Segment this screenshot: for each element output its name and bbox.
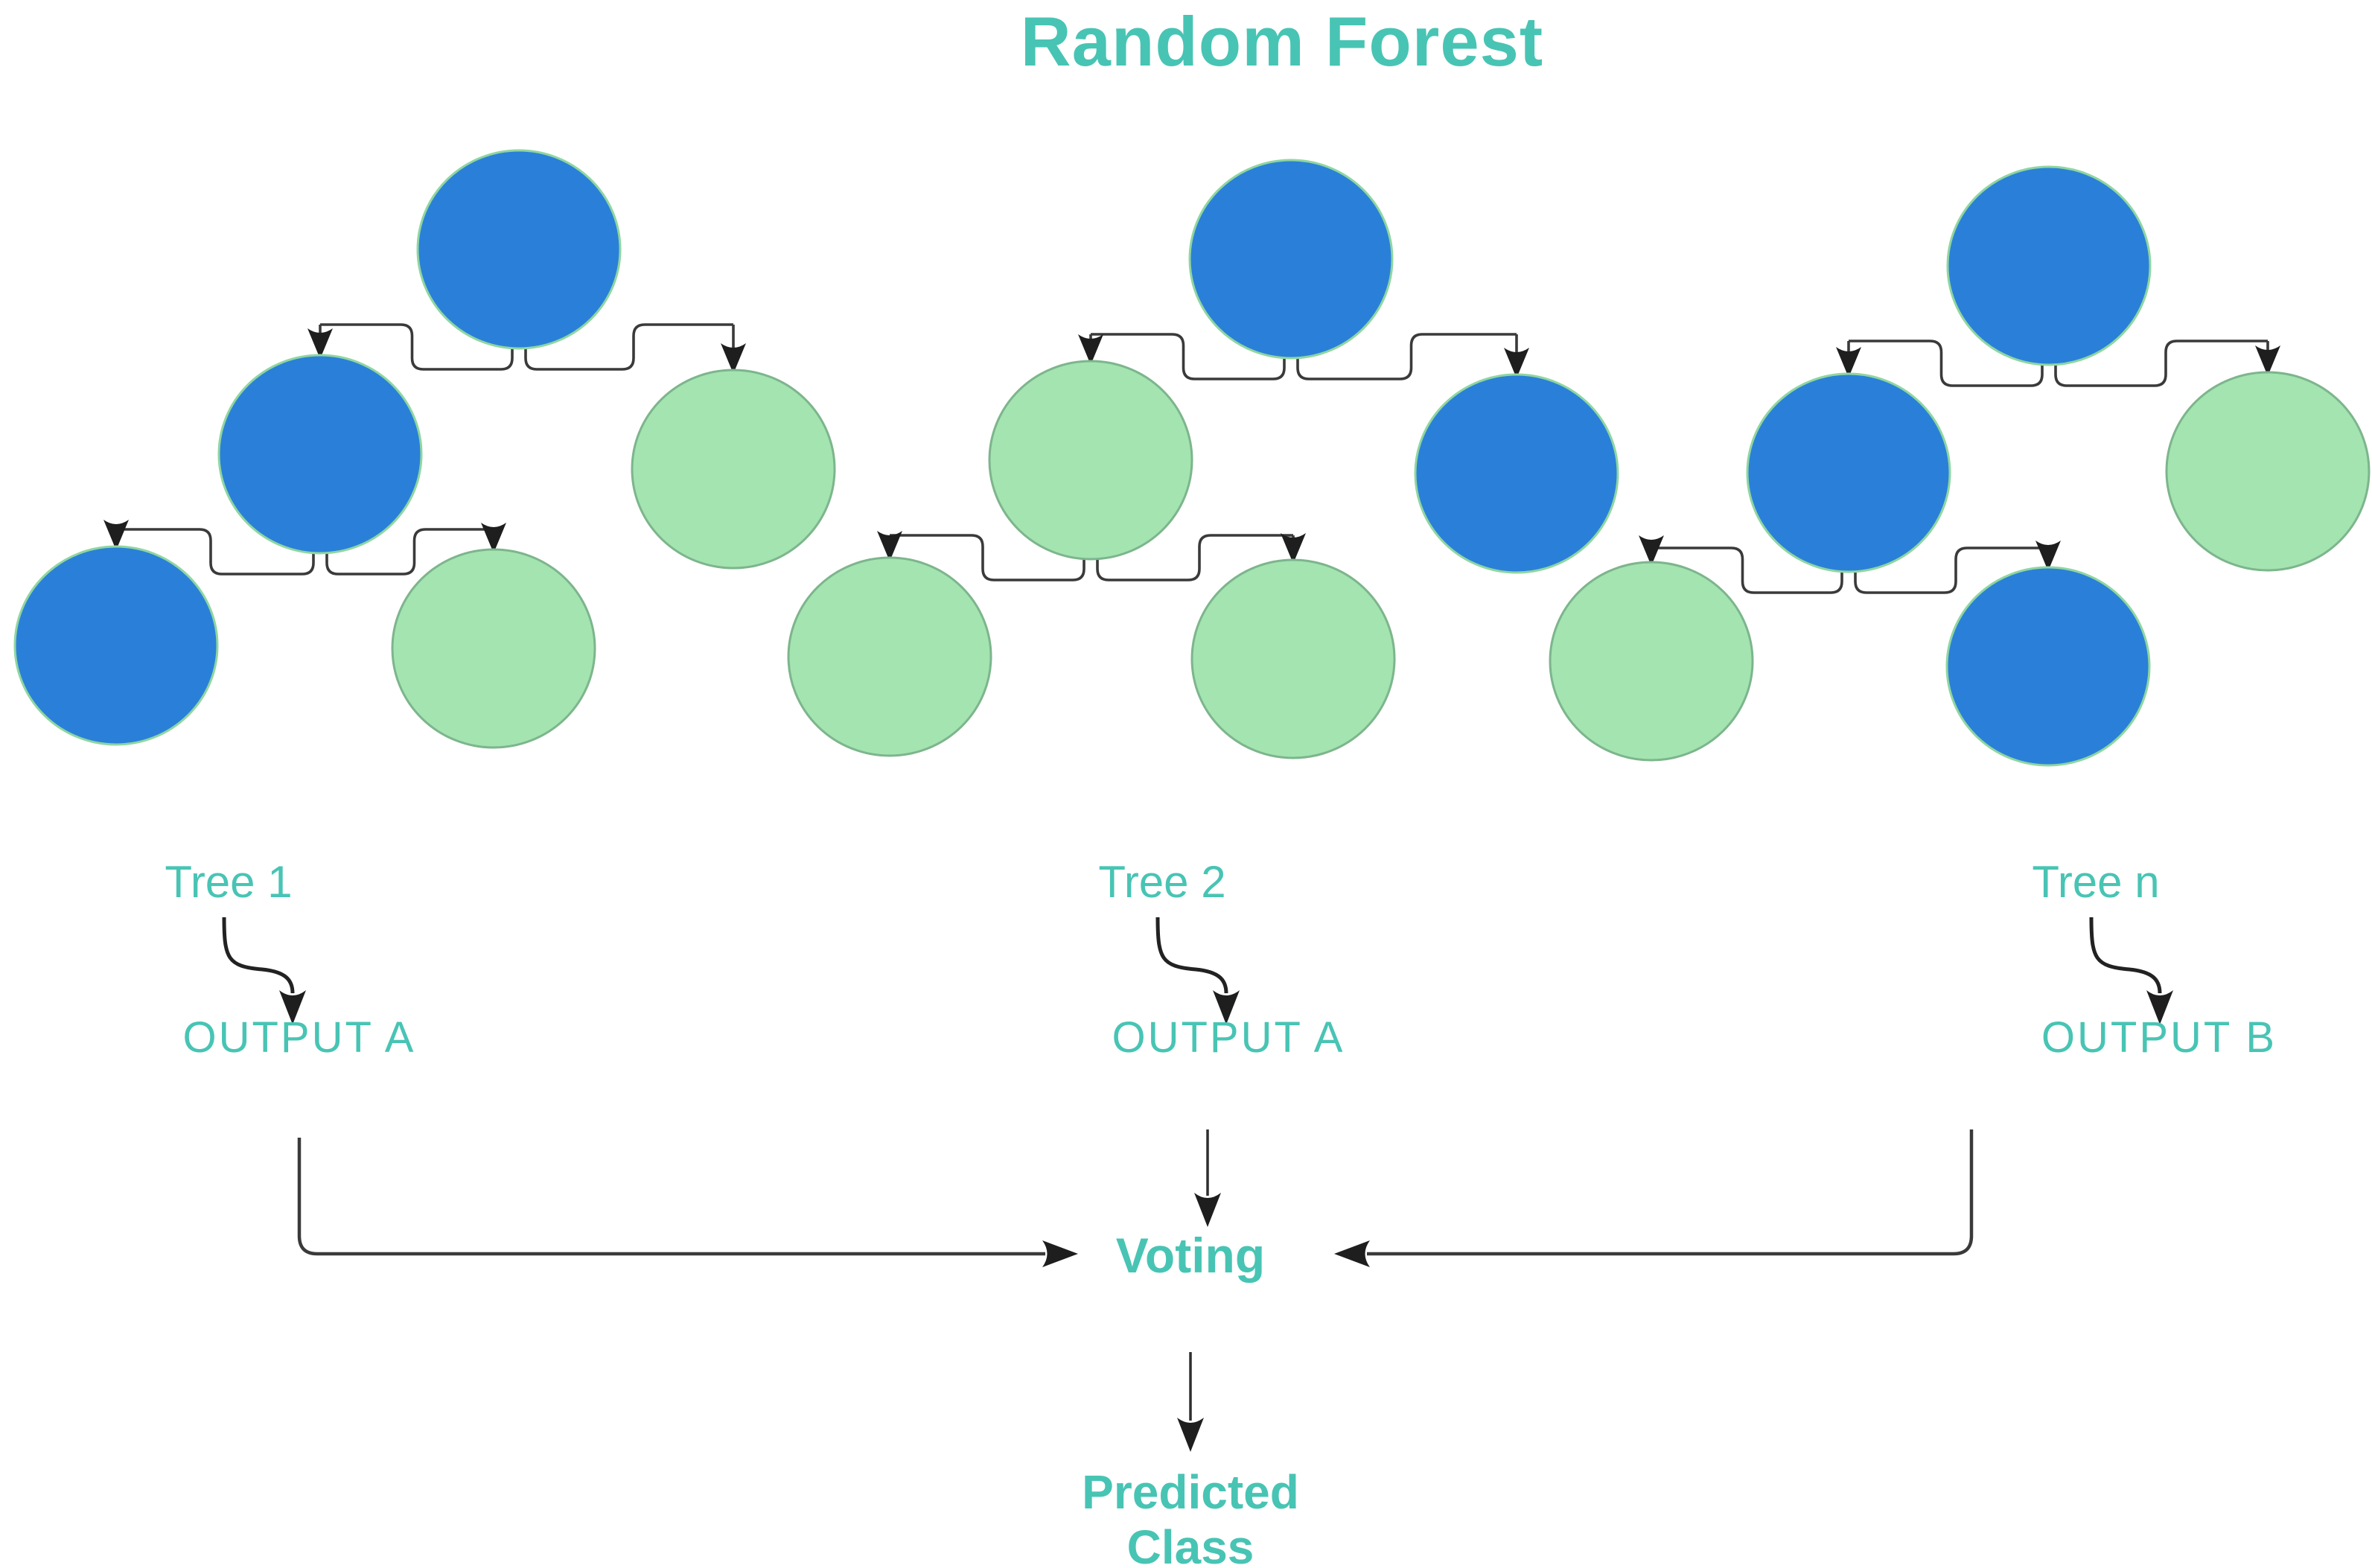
- tree-2-label: Tree 2: [1098, 857, 1226, 907]
- tree-node-left: [217, 354, 423, 555]
- tree-connector: [1296, 333, 1517, 380]
- down-arrowhead-icon: [279, 990, 306, 1024]
- tree-node-right: [631, 369, 836, 570]
- middle-down-arrowhead-icon: [1194, 1193, 1221, 1227]
- down-arrowhead-icon: [2035, 541, 2061, 571]
- down-arrowhead-icon: [2255, 345, 2280, 376]
- tree-node-left-right: [391, 548, 596, 749]
- tree-connector: [325, 528, 494, 576]
- down-arrowhead-icon: [1078, 334, 1103, 365]
- tree-connector: [524, 323, 733, 371]
- voting-label: Voting: [1115, 1228, 1266, 1283]
- down-arrowhead-icon: [1213, 990, 1240, 1024]
- tree-1: [13, 149, 836, 749]
- label-output-arrow: [1155, 917, 1228, 994]
- tree-connector: [2054, 340, 2268, 387]
- tree-node-left-left: [1549, 561, 1754, 762]
- down-arrowhead-icon: [1281, 533, 1306, 564]
- label-output-arrow: [2089, 917, 2162, 994]
- tree-n-output-label: OUTPUT B: [2041, 1013, 2277, 1062]
- tree-node-right: [2165, 371, 2371, 572]
- right-elbow-arrowhead-icon: [1334, 1240, 1370, 1267]
- tree-connector: [320, 323, 514, 371]
- predicted-class-label: Predicted Class: [1082, 1465, 1299, 1568]
- label-output-arrow: [222, 917, 295, 994]
- tree-n: [1549, 165, 2371, 767]
- down-arrowhead-icon: [1639, 535, 1664, 566]
- tree-node-left: [1746, 372, 1951, 573]
- left-elbow-arrowhead-icon: [1042, 1240, 1078, 1267]
- tree-connector: [116, 528, 315, 576]
- tree-connector: [1096, 534, 1293, 581]
- down-arrowhead-icon: [481, 523, 506, 553]
- tree-connector: [1091, 333, 1286, 380]
- down-arrowhead-icon: [2146, 990, 2173, 1024]
- tree-node-left-right: [1945, 566, 2151, 767]
- down-arrowhead-icon: [307, 328, 333, 359]
- voting-flow-arrows: [297, 1129, 1974, 1452]
- tree-n-label: Tree n: [2032, 857, 2160, 907]
- tree-node-left-left: [13, 545, 219, 746]
- tree-node-left-right: [1190, 558, 1396, 759]
- tree-connector: [1854, 546, 2048, 594]
- tree-2: [787, 159, 1619, 759]
- tree-connector: [890, 534, 1085, 581]
- left-elbow-arrow: [297, 1138, 1045, 1256]
- right-elbow-arrow: [1367, 1129, 1974, 1256]
- down-arrowhead-icon: [103, 520, 129, 550]
- voting-down-arrowhead-icon: [1177, 1418, 1204, 1452]
- tree-node-left: [988, 360, 1193, 561]
- tree-node-left-left: [787, 556, 992, 757]
- label-to-output-arrows: [222, 917, 2173, 1024]
- tree-connector: [1651, 546, 1843, 594]
- tree-node-right: [1414, 373, 1619, 574]
- tree-1-label: Tree 1: [165, 857, 293, 907]
- down-arrowhead-icon: [1836, 347, 1861, 377]
- down-arrowhead-icon: [877, 531, 902, 561]
- down-arrowhead-icon: [1504, 348, 1529, 378]
- tree-node-root: [1188, 159, 1394, 360]
- down-arrowhead-icon: [721, 343, 746, 374]
- tree-node-root: [416, 149, 622, 350]
- page-title: Random Forest: [1020, 2, 1544, 80]
- tree-connector: [1849, 340, 2044, 387]
- tree-2-output-label: OUTPUT A: [1112, 1013, 1345, 1062]
- tree-1-output-label: OUTPUT A: [182, 1013, 416, 1062]
- tree-node-root: [1946, 165, 2152, 366]
